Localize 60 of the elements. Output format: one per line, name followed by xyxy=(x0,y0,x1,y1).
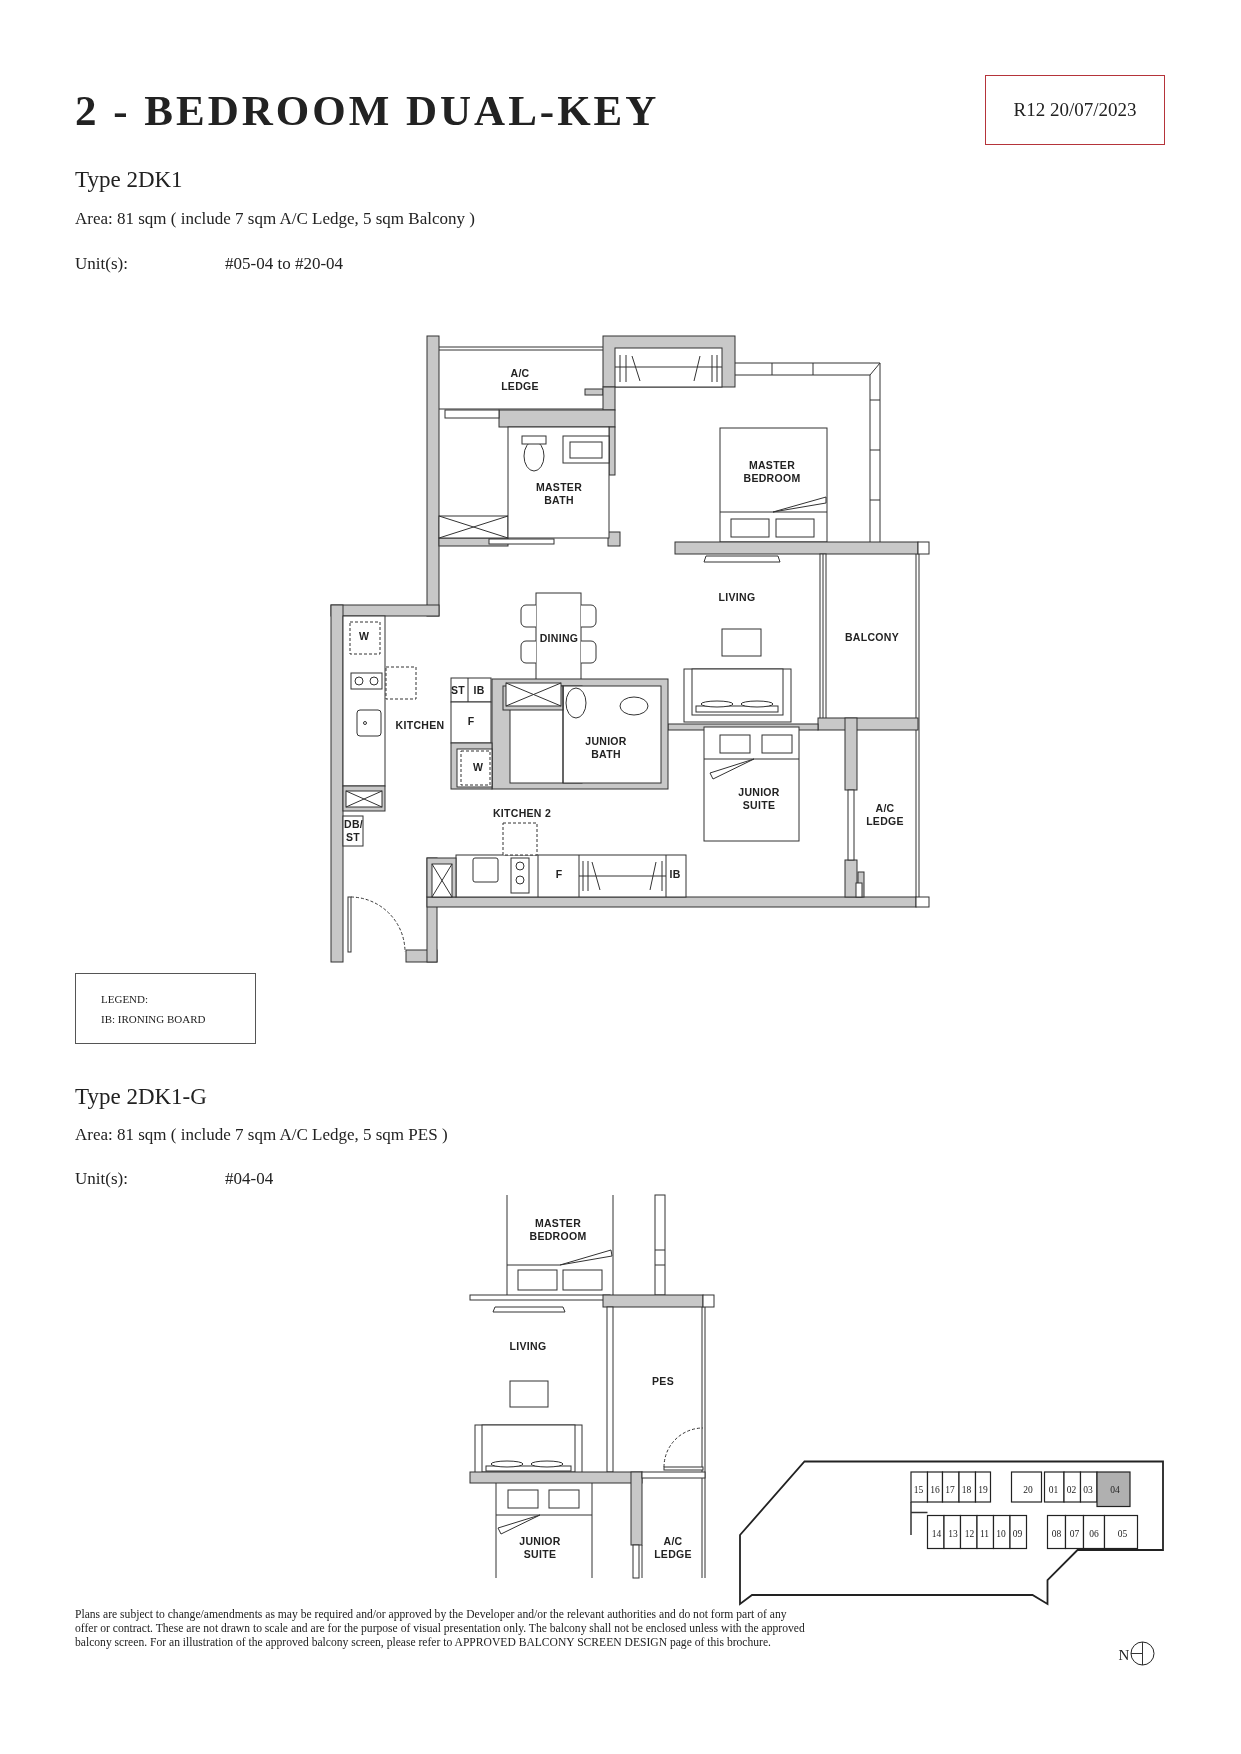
unit-number: 18 xyxy=(961,1485,972,1495)
units-value: #04-04 xyxy=(225,1169,274,1189)
appliance-label: ST xyxy=(451,684,465,698)
unit-number: 19 xyxy=(978,1485,988,1495)
plan-type-heading: Type 2DK1 xyxy=(75,167,183,193)
room-label: MASTER BATH xyxy=(534,480,584,508)
units-label: Unit(s): xyxy=(75,1169,128,1189)
unit-number: 04 xyxy=(1110,1485,1120,1495)
room-label: JUNIOR BATH xyxy=(584,734,628,762)
unit-number: 06 xyxy=(1089,1528,1099,1539)
room-label: A/C LEDGE xyxy=(653,1534,693,1562)
legend-box xyxy=(75,973,256,1044)
unit-number: 01 xyxy=(1048,1485,1059,1495)
revision-box xyxy=(985,75,1165,145)
unit-number: 17 xyxy=(945,1485,955,1495)
page-title: 2 - BEDROOM DUAL-KEY xyxy=(75,86,660,135)
appliance-label: F xyxy=(467,715,475,729)
room-label: MASTER BEDROOM xyxy=(528,1216,588,1244)
room-label: MASTER BEDROOM xyxy=(742,458,802,486)
unit-number: 20 xyxy=(1023,1485,1033,1495)
unit-number: 09 xyxy=(1012,1528,1023,1539)
area-text: Area: 81 sqm ( include 7 sqm A/C Ledge, 5 sqm PES ) xyxy=(75,1125,448,1145)
room-label: LIVING xyxy=(509,1340,547,1354)
unit-number: 03 xyxy=(1083,1485,1093,1495)
legend-heading: LEGEND: xyxy=(101,992,150,1007)
unit-number: 12 xyxy=(964,1528,975,1539)
unit-number: 10 xyxy=(996,1528,1006,1539)
legend-entry: IB: IRONING BOARD xyxy=(101,1012,207,1027)
room-label: A/C LEDGE xyxy=(500,366,540,394)
room-label: JUNIOR SUITE xyxy=(518,1534,562,1562)
area-text: Area: 81 sqm ( include 7 sqm A/C Ledge, 5 sqm Balcony ) xyxy=(75,209,475,229)
room-label: KITCHEN 2 xyxy=(492,807,552,821)
units-label: Unit(s): xyxy=(75,254,128,274)
revision-date: R12 20/07/2023 xyxy=(1013,99,1137,121)
room-label: A/C LEDGE xyxy=(865,801,905,829)
disclaimer-text: Plans are subject to change/amendments as may be required and/or approved by the Developer and/or the relevant authorities and do not form part of any offer or contract. These are not drawn to scale and are for the purpose of visual presentation only. The balcony shall not be enclosed unless with the approved balcony screen. For an illustration of the approved balcony screen, please refer to APPROVED BALCONY SCREEN DESIGN page of this brochure. xyxy=(75,1608,806,1650)
appliance-label: W xyxy=(358,630,370,644)
unit-number: 11 xyxy=(979,1528,990,1539)
room-label: PES xyxy=(652,1375,674,1389)
plan-type-heading: Type 2DK1-G xyxy=(75,1084,207,1110)
appliance-label: IB xyxy=(473,684,485,698)
unit-number: 16 xyxy=(930,1485,940,1495)
north-label: N xyxy=(1118,1646,1130,1664)
unit-number: 08 xyxy=(1051,1528,1062,1539)
unit-number: 14 xyxy=(931,1528,942,1539)
unit-number: 15 xyxy=(913,1485,924,1495)
room-label: JUNIOR SUITE xyxy=(737,785,781,813)
units-value: #05-04 to #20-04 xyxy=(225,254,344,274)
room-label: DINING xyxy=(539,632,579,646)
appliance-label: W xyxy=(472,761,484,775)
appliance-label: F xyxy=(555,868,563,882)
room-label: BALCONY xyxy=(845,631,899,645)
appliance-label: IB xyxy=(669,868,681,882)
unit-number: 13 xyxy=(948,1528,958,1539)
unit-number: 02 xyxy=(1066,1485,1077,1495)
unit-number: 05 xyxy=(1117,1528,1128,1539)
room-label: KITCHEN xyxy=(395,719,445,733)
unit-number: 07 xyxy=(1069,1528,1080,1539)
appliance-label: DB/ ST xyxy=(344,817,362,845)
room-label: LIVING xyxy=(718,591,756,605)
